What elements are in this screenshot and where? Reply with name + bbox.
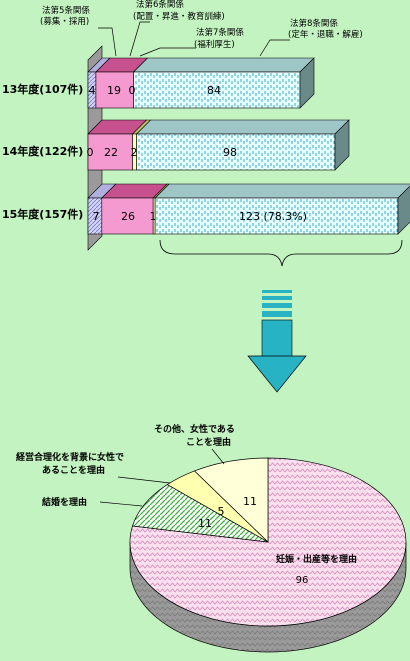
bar-value-label: 0 bbox=[87, 146, 94, 159]
bar-side-face bbox=[397, 185, 410, 235]
category-label: 14年度(122件) bbox=[2, 144, 83, 158]
pie-callout-label: その他、女性である bbox=[154, 423, 235, 435]
bar-segment-top bbox=[154, 183, 410, 199]
bar-value-label: 26 bbox=[121, 210, 135, 223]
pie-callout-label: 妊娠・出産等を理由 bbox=[276, 553, 357, 565]
legend-label: 法第6条関係 bbox=[136, 0, 184, 10]
legend-leader-line bbox=[259, 39, 290, 57]
category-label: 13年度(107件) bbox=[2, 82, 83, 96]
pie-callout-label: 結婚を理由 bbox=[42, 496, 87, 508]
bar-value-label: 22 bbox=[104, 146, 118, 159]
pie-callout-label: 経営合理化を背景に女性で bbox=[16, 451, 124, 463]
legend-callouts: 法第5条関係 (募集・採用) 法第6条関係 (配置・昇進・教育訓練) 法第7条関… bbox=[40, 0, 363, 57]
brace-bracket bbox=[159, 239, 403, 267]
legend-leader-line bbox=[98, 27, 117, 57]
pie-callouts: その他、女性である ことを理由 経営合理化を背景に女性で あることを理由 結婚を… bbox=[16, 423, 357, 565]
bar-value-label: 19 bbox=[107, 84, 121, 97]
bar-value-label: 84 bbox=[207, 84, 221, 97]
bar-segment bbox=[101, 197, 154, 235]
pie-value-label: 96 bbox=[296, 575, 309, 586]
pie-chart-group bbox=[129, 457, 407, 653]
bar-value-label: 1 bbox=[150, 210, 157, 223]
bar-side-face bbox=[299, 57, 315, 109]
legend-leader-line bbox=[139, 47, 196, 57]
bar-value-label: 123 (78.3%) bbox=[239, 210, 307, 223]
pie-value-label: 11 bbox=[243, 495, 257, 508]
legend-label: 法第7条関係 bbox=[196, 27, 244, 38]
category-label: 15年度(157件) bbox=[2, 207, 83, 221]
bar-segment bbox=[133, 71, 301, 109]
bar-segment-top bbox=[135, 119, 350, 135]
legend-leader-line bbox=[129, 21, 150, 57]
pie-callout-label: ことを理由 bbox=[186, 436, 231, 448]
legend-label: (募集・採用) bbox=[40, 16, 89, 27]
legend-label: (配置・昇進・教育訓練) bbox=[133, 11, 225, 22]
pie-leader-line bbox=[99, 501, 143, 507]
pie-leader-line bbox=[211, 448, 225, 465]
legend-label: (福利厚生) bbox=[194, 39, 235, 50]
pie-value-label: 5 bbox=[218, 505, 225, 518]
bar-value-label: 4 bbox=[89, 84, 96, 97]
bar-side-face bbox=[334, 119, 350, 171]
pie-leader-line bbox=[117, 476, 171, 484]
pie-slice bbox=[129, 457, 407, 627]
bar-segment bbox=[154, 197, 399, 235]
legend-label: (定年・退職・解雇) bbox=[288, 29, 363, 40]
pie-value-label: 11 bbox=[198, 517, 212, 530]
bar-value-label: 98 bbox=[223, 146, 237, 159]
legend-label: 法第5条関係 bbox=[42, 5, 90, 16]
pie-slice bbox=[193, 457, 269, 543]
bar-segment-top bbox=[132, 57, 315, 73]
down-arrow-icon bbox=[247, 290, 307, 393]
bar-segment bbox=[87, 133, 133, 171]
bar-value-label: 0 bbox=[129, 84, 136, 97]
bar-value-label: 2 bbox=[131, 146, 138, 159]
legend-label: 法第8条関係 bbox=[290, 18, 338, 29]
pie-callout-label: あることを理由 bbox=[42, 464, 105, 476]
bar-value-label: 7 bbox=[93, 210, 100, 223]
